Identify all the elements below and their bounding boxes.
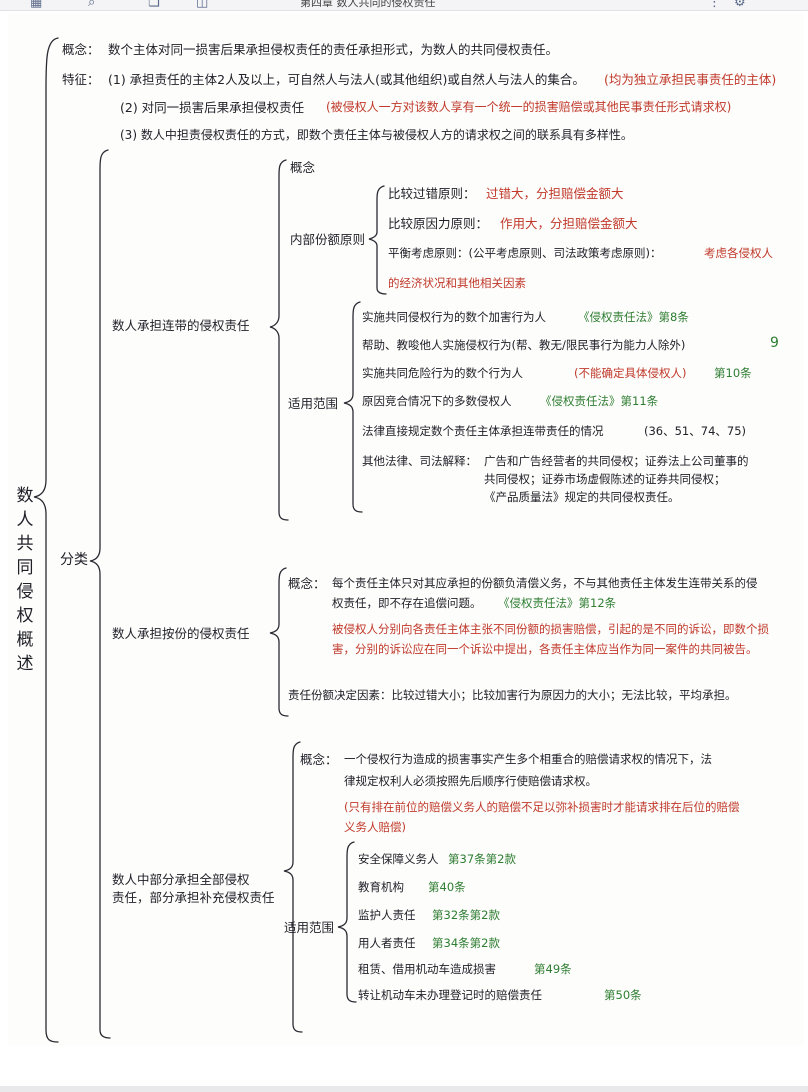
scope-other-label: 其他法律、司法解释： — [362, 454, 477, 468]
feature-2: (2) 对同一损害后果承担侵权责任 — [120, 100, 305, 115]
partial-note-2: 义务人赔偿) — [344, 820, 406, 834]
scope-other-line-1: 广告和广告经营者的共同侵权；证券法上公司董事的 — [484, 454, 749, 468]
scope-joint-danger-ref: 第10条 — [714, 366, 752, 380]
feature-1-note: (均为独立承担民事责任的主体) — [604, 72, 777, 87]
scope-joint-tort-ref: 《侵权责任法》第8条 — [578, 310, 689, 324]
share-icon[interactable]: ◫ — [196, 0, 209, 10]
partial-concept-1: 一个侵权行为造成的损害事实产生多个相重合的赔偿请求权的情况下，法 — [344, 752, 712, 766]
partial-concept-2: 律规定权利人必须按照先后顺序行使赔偿请求权。 — [344, 774, 597, 788]
root-topic: 数人共同侵权概述 — [16, 486, 34, 674]
joint-concept: 概念 — [290, 160, 316, 175]
scope-joint-danger-note: (不能确定具体侵权人) — [574, 366, 687, 380]
page-footer — [0, 1086, 808, 1092]
share-concept-ref: 《侵权责任法》第12条 — [498, 596, 617, 610]
scope-concurrence: 原因竞合情况下的多数侵权人 — [362, 394, 512, 408]
rule-causation: 比较原因力原则： — [388, 216, 489, 231]
partial-scope-ref: 第50条 — [604, 988, 642, 1002]
rule-balance-note-2: 的经济状况和其他相关因素 — [388, 276, 526, 290]
features-label: 特征： — [62, 72, 100, 87]
share-factors: 责任份额决定因素：比较过错大小；比较加害行为原因力的大小；无法比较，平均承担。 — [288, 688, 737, 702]
scope-concurrence-ref: 《侵权责任法》第11条 — [540, 394, 659, 408]
partial-scope-ref: 第32条第2款 — [432, 908, 500, 922]
partial-liability-label-2: 责任，部分承担补充侵权责任 — [112, 890, 275, 905]
scope-other-line-3: 《产品质量法》规定的共同侵权责任。 — [484, 490, 680, 504]
partial-scope-label: 适用范围 — [284, 920, 335, 935]
scope-statutory-ref: (36、51、74、75) — [644, 424, 747, 438]
partial-scope-ref: 第40条 — [428, 880, 466, 894]
rule-balance: 平衡考虑原则：(公平考虑原则、司法政策考虑原则)： — [388, 246, 662, 260]
partial-scope-item: 安全保障义务人 — [358, 852, 439, 866]
rule-causation-note: 作用大，分担赔偿金额大 — [500, 216, 638, 231]
scope-joint-tort: 实施共同侵权行为的数个加害行为人 — [362, 310, 546, 324]
partial-scope-item: 租赁、借用机动车造成损害 — [358, 962, 496, 976]
share-note-2: 害，分别的诉讼应在同一个诉讼中提出，各责任主体应当作为同一案件的共同被告。 — [332, 642, 758, 656]
rule-balance-note-1: 考虑各侵权人 — [704, 246, 773, 260]
scope-abetting: 帮助、教唆他人实施侵权行为(帮、教无/限民事行为能力人除外) — [362, 338, 686, 352]
scope-other-line-2: 共同侵权；证券市场虚假陈述的证券共同侵权； — [484, 472, 726, 486]
scope-statutory: 法律直接规定数个责任主体承担连带责任的情况 — [362, 424, 604, 438]
document-title: 第四章 数人共同的侵权责任 — [300, 0, 436, 8]
scope-joint-danger: 实施共同危险行为的数个行为人 — [362, 366, 523, 380]
rule-fault: 比较过错原则： — [388, 186, 476, 201]
share-concept-label: 概念： — [288, 576, 326, 591]
partial-scope-item: 监护人责任 — [358, 908, 416, 922]
partial-scope-ref: 第34条第2款 — [432, 936, 500, 950]
concept-label: 概念： — [62, 42, 100, 57]
scope-abetting-ref: 9 — [770, 335, 779, 351]
share-note-1: 被侵权人分别向各责任主体主张不同份额的损害赔偿，引起的是不同的诉讼，即数个损 — [332, 622, 769, 636]
partial-scope-item: 教育机构 — [358, 880, 404, 894]
classification-label: 分类 — [60, 552, 88, 568]
feature-1: (1) 承担责任的主体2人及以上，可自然人与法人(或其他组织)或自然人与法人的集… — [108, 72, 585, 87]
partial-liability-label-1: 数人中部分承担全部侵权 — [112, 872, 250, 887]
feature-2-note: (被侵权人一方对该数人享有一个统一的损害赔偿或其他民事责任形式请求权) — [326, 100, 732, 114]
partial-scope-ref: 第37条第2款 — [448, 852, 516, 866]
grid-icon[interactable]: ▦ — [30, 0, 43, 10]
joint-scope-label: 适用范围 — [288, 396, 339, 411]
concept-text: 数个主体对同一损害后果承担侵权责任的责任承担形式，为数人的共同侵权责任。 — [108, 42, 559, 57]
joint-liability-label: 数人承担连带的侵权责任 — [112, 318, 250, 333]
search-icon[interactable]: ⌕ — [88, 0, 96, 10]
note-page — [8, 14, 804, 1046]
feature-3: (3) 数人中担责侵权责任的方式，即数个责任主体与被侵权人方的请求权之间的联系具… — [120, 128, 633, 142]
internal-share-label: 内部份额原则 — [290, 232, 366, 247]
bookmark-icon[interactable]: ❏ — [148, 0, 160, 10]
rule-fault-note: 过错大，分担赔偿金额大 — [486, 186, 624, 201]
more-icon[interactable]: ⋮ — [708, 0, 721, 10]
share-concept-1: 每个责任主体只对其应承担的份额负清偿义务，不与其他责任主体发生连带关系的侵 — [332, 576, 758, 590]
partial-scope-item: 用人者责任 — [358, 936, 416, 950]
share-liability-label: 数人承担按份的侵权责任 — [112, 626, 250, 641]
share-concept-2: 权责任，即不存在追偿问题。 — [332, 596, 482, 610]
partial-concept-label: 概念： — [300, 752, 338, 767]
partial-note-1: (只有排在前位的赔偿义务人的赔偿不足以弥补损害时才能请求排在后位的赔偿 — [344, 800, 740, 814]
partial-scope-item: 转让机动车未办理登记时的赔偿责任 — [358, 988, 542, 1002]
settings-icon[interactable]: ⚙ — [734, 0, 746, 10]
viewer-toolbar: ▦ ⌕ ❏ ◫ 第四章 数人共同的侵权责任 ⋮ ⚙ — [0, 0, 808, 11]
partial-scope-ref: 第49条 — [534, 962, 572, 976]
